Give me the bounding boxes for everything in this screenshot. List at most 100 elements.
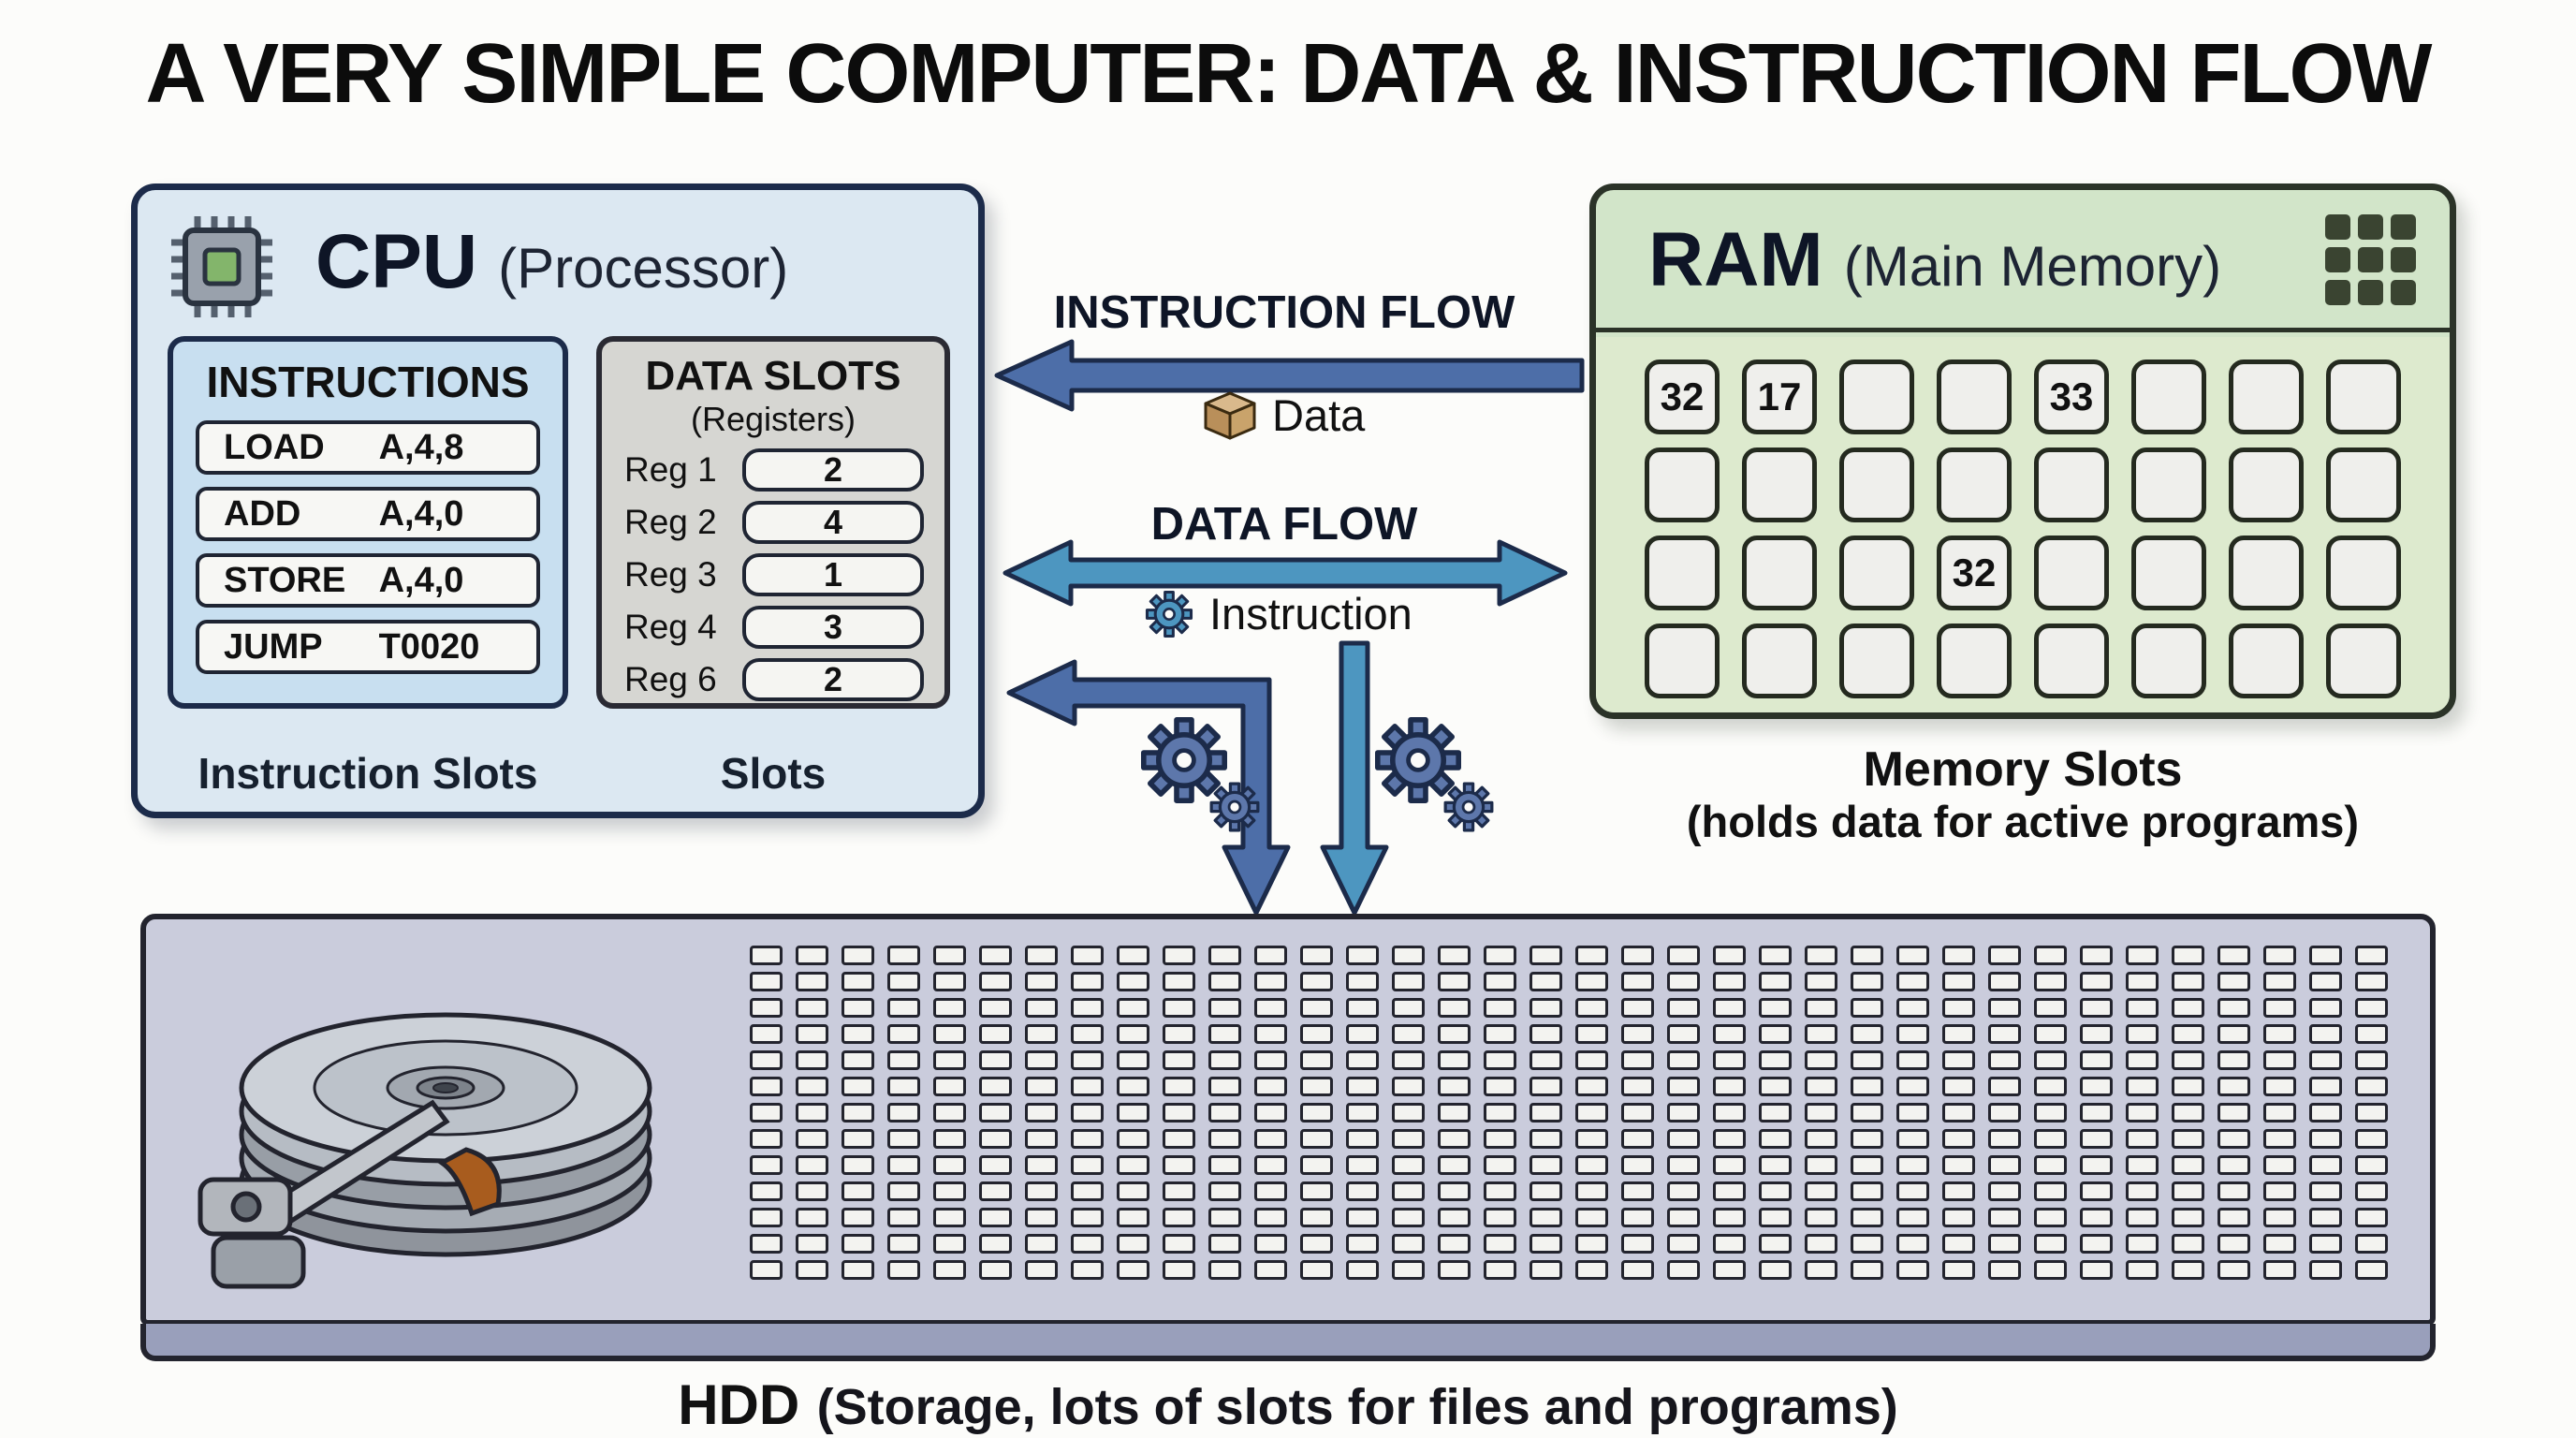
hdd-slot: [2263, 998, 2296, 1018]
hdd-slot: [1530, 1129, 1562, 1149]
hdd-slot: [1621, 1234, 1654, 1254]
hdd-slot: [979, 1208, 1012, 1227]
memory-slot: [2131, 536, 2206, 610]
hdd-slot: [796, 1155, 828, 1175]
hdd-slot: [1805, 1077, 1837, 1096]
hdd-slot: [1575, 946, 1608, 965]
hdd-slot: [1438, 1155, 1471, 1175]
hdd-slot: [2355, 1077, 2388, 1096]
hdd-slot: [1805, 1181, 1837, 1201]
hdd-slot: [1484, 1050, 1516, 1070]
hdd-slot: [1300, 946, 1333, 965]
hdd-slot: [2080, 1050, 2113, 1070]
hdd-slot: [1254, 1155, 1287, 1175]
memory-slot: [2034, 448, 2109, 522]
hdd-slot: [2034, 1155, 2067, 1175]
hdd-slot: [2172, 946, 2204, 965]
hdd-slot: [1346, 1234, 1379, 1254]
hdd-slot: [1530, 1260, 1562, 1280]
memory-slot: [1645, 448, 1720, 522]
instruction-flow-arrow: [994, 339, 1585, 412]
hdd-slot: [2172, 1234, 2204, 1254]
hdd-slot: [2080, 1077, 2113, 1096]
hdd-slot: [1163, 1077, 1195, 1096]
hdd-slot: [1713, 946, 1746, 965]
hdd-slot: [1942, 998, 1975, 1018]
hdd-slot: [1988, 972, 2021, 991]
hdd-slot: [1254, 1024, 1287, 1044]
hdd-slot: [1163, 1103, 1195, 1123]
hdd-slot: [1163, 1181, 1195, 1201]
hdd-slot: [1805, 1129, 1837, 1149]
hdd-slot: [1484, 1103, 1516, 1123]
hdd-slot: [2034, 972, 2067, 991]
hdd-slot: [1025, 972, 1058, 991]
hdd-slot: [2080, 1155, 2113, 1175]
hdd-slot: [1484, 1129, 1516, 1149]
hdd-slot: [1071, 1077, 1104, 1096]
hdd-slot: [1713, 1129, 1746, 1149]
hdd-slot: [842, 1260, 874, 1280]
hdd-slot: [1484, 972, 1516, 991]
hdd-slot: [2172, 1050, 2204, 1070]
hdd-slot: [1942, 1260, 1975, 1280]
gears-icon-right: [1362, 712, 1494, 832]
cpu-name: CPU: [315, 219, 478, 304]
hdd-slot: [842, 1155, 874, 1175]
hdd-slot: [1988, 998, 2021, 1018]
hdd-slot: [2217, 1129, 2250, 1149]
hdd-slot: [1575, 1234, 1608, 1254]
hdd-slot: [750, 1155, 783, 1175]
ram-header: RAM (Main Memory): [1596, 190, 2450, 332]
hdd-slot: [1025, 946, 1058, 965]
hdd-slot: [1071, 1234, 1104, 1254]
hdd-slot: [1346, 1077, 1379, 1096]
instruction-args: A,4,0: [378, 493, 464, 534]
hdd-slot: [1484, 1155, 1516, 1175]
hdd-slot: [1208, 946, 1241, 965]
hdd-slot: [1896, 1077, 1929, 1096]
hdd-slot: [2217, 972, 2250, 991]
hdd-slot: [796, 998, 828, 1018]
hdd-slot: [1438, 1024, 1471, 1044]
instruction-flow-label: INSTRUCTION FLOW: [1053, 287, 1515, 338]
hdd-slot: [2263, 1024, 2296, 1044]
hdd-slot: [979, 1181, 1012, 1201]
hdd-slot: [1346, 1103, 1379, 1123]
hdd-slot: [2217, 946, 2250, 965]
hdd-slot: [1438, 1260, 1471, 1280]
hdd-slot: [1254, 1050, 1287, 1070]
hdd-slot: [1117, 1234, 1149, 1254]
hdd-slot: [887, 1129, 920, 1149]
hdd-slot: [1438, 972, 1471, 991]
hdd-slot: [796, 1103, 828, 1123]
hdd-slot: [1254, 1077, 1287, 1096]
hdd-slot: [1117, 998, 1149, 1018]
hdd-slot: [1254, 1234, 1287, 1254]
hdd-slot: [1988, 1129, 2021, 1149]
hdd-slot: [1438, 1103, 1471, 1123]
hdd-slot: [2172, 1103, 2204, 1123]
hdd-slot: [887, 1103, 920, 1123]
hdd-slot: [979, 1050, 1012, 1070]
hdd-slot: [2126, 1181, 2159, 1201]
hdd-slot: [2172, 1129, 2204, 1149]
hdd-slot: [2263, 1077, 2296, 1096]
hdd-slot: [1300, 1103, 1333, 1123]
hdd-slot: [1988, 1155, 2021, 1175]
hdd-slot: [1805, 1234, 1837, 1254]
instruction-op: ADD: [224, 493, 301, 534]
hdd-slot: [2126, 1260, 2159, 1280]
hdd-slot: [1254, 1181, 1287, 1201]
hdd-slot: [2309, 1260, 2342, 1280]
hdd-slot: [2263, 1208, 2296, 1227]
cpu-header: CPU (Processor): [315, 218, 788, 306]
hdd-slot: [750, 1050, 783, 1070]
hdd-slot: [1025, 998, 1058, 1018]
hdd-slot: [1621, 1155, 1654, 1175]
hdd-slot: [1667, 1103, 1700, 1123]
hdd-slot: [2309, 1024, 2342, 1044]
hdd-slot: [1438, 1208, 1471, 1227]
hdd-slot: [1300, 1077, 1333, 1096]
hdd-slot: [2126, 1024, 2159, 1044]
